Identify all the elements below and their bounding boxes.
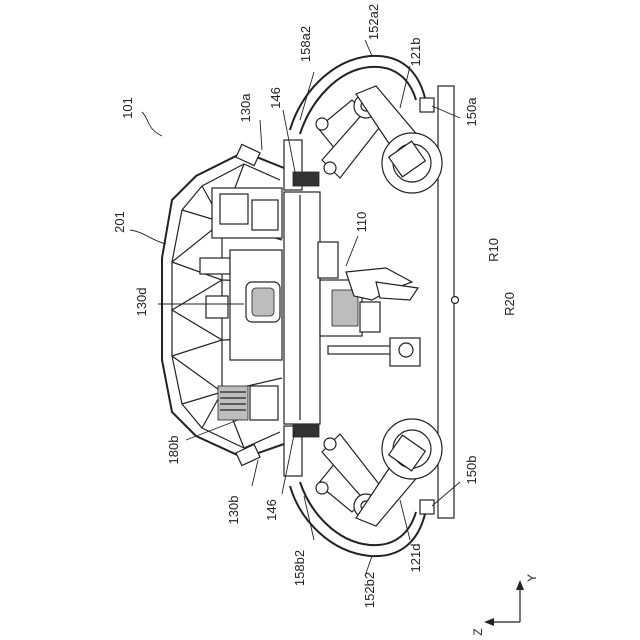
label-146-bottom: 146 — [264, 499, 279, 521]
label-110: 110 — [354, 212, 369, 233]
label-130a: 130a — [238, 93, 253, 123]
axis-indicator: Y Z — [471, 574, 539, 636]
label-R20: R20 — [502, 292, 517, 316]
label-130d: 130d — [134, 288, 149, 317]
label-121d: 121d — [408, 544, 423, 573]
label-146-top: 146 — [268, 87, 283, 109]
label-150a: 150a — [464, 97, 479, 127]
label-180b: 180b — [166, 436, 181, 465]
label-152b2: 152b2 — [362, 572, 377, 608]
label-121b: 121b — [408, 38, 423, 67]
label-158a2: 158a2 — [298, 26, 313, 62]
robot-arm — [318, 242, 420, 366]
label-130b: 130b — [226, 496, 241, 525]
label-158b2: 158b2 — [292, 550, 307, 586]
label-101: 101 — [120, 97, 135, 119]
axis-z-label: Z — [471, 628, 485, 635]
label-150b: 150b — [464, 456, 479, 485]
label-201: 201 — [112, 211, 127, 233]
r20-marker — [452, 297, 459, 304]
label-R10: R10 — [486, 238, 501, 262]
axis-y-label: Y — [525, 574, 539, 582]
label-152a2: 152a2 — [366, 4, 381, 40]
